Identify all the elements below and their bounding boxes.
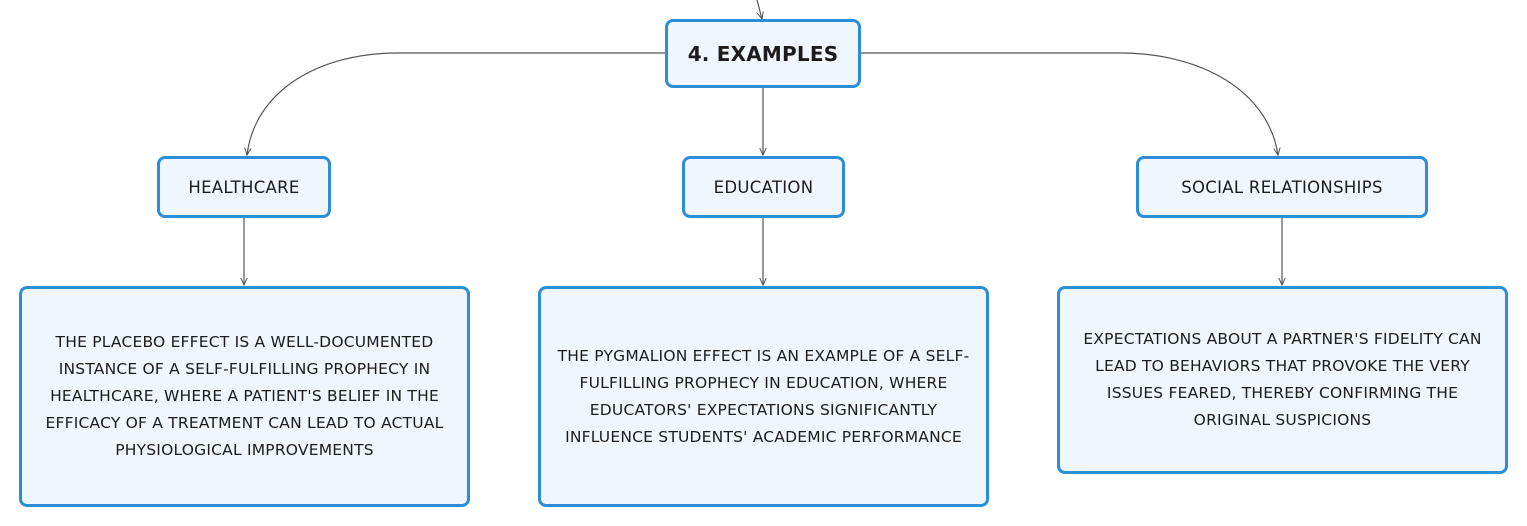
branch-node-healthcare[interactable]: HEALTHCARE — [157, 156, 331, 218]
branch-node-education[interactable]: EDUCATION — [682, 156, 845, 218]
connector-root-to-social-relationships — [861, 52, 1278, 155]
connector-parent-to-root — [756, 0, 762, 19]
branch-node-social-relationships[interactable]: SOCIAL RELATIONSHIPS — [1136, 156, 1428, 218]
detail-node-text: EXPECTATIONS ABOUT A PARTNER'S FIDELITY … — [1083, 330, 1482, 429]
root-node-examples[interactable]: 4. EXAMPLES — [665, 19, 861, 88]
detail-node-social-relationships[interactable]: EXPECTATIONS ABOUT A PARTNER'S FIDELITY … — [1057, 286, 1508, 474]
branch-node-label: HEALTHCARE — [188, 177, 300, 197]
detail-node-education[interactable]: THE PYGMALION EFFECT IS AN EXAMPLE OF A … — [538, 286, 989, 507]
branch-node-label: SOCIAL RELATIONSHIPS — [1181, 177, 1383, 197]
branch-node-label: EDUCATION — [713, 177, 814, 197]
connector-root-to-healthcare — [247, 52, 665, 155]
root-node-label: 4. EXAMPLES — [687, 41, 839, 66]
detail-node-healthcare[interactable]: THE PLACEBO EFFECT IS A WELL-DOCUMENTED … — [19, 286, 470, 507]
detail-node-text: THE PYGMALION EFFECT IS AN EXAMPLE OF A … — [557, 346, 970, 446]
detail-node-text: THE PLACEBO EFFECT IS A WELL-DOCUMENTED … — [45, 333, 444, 459]
